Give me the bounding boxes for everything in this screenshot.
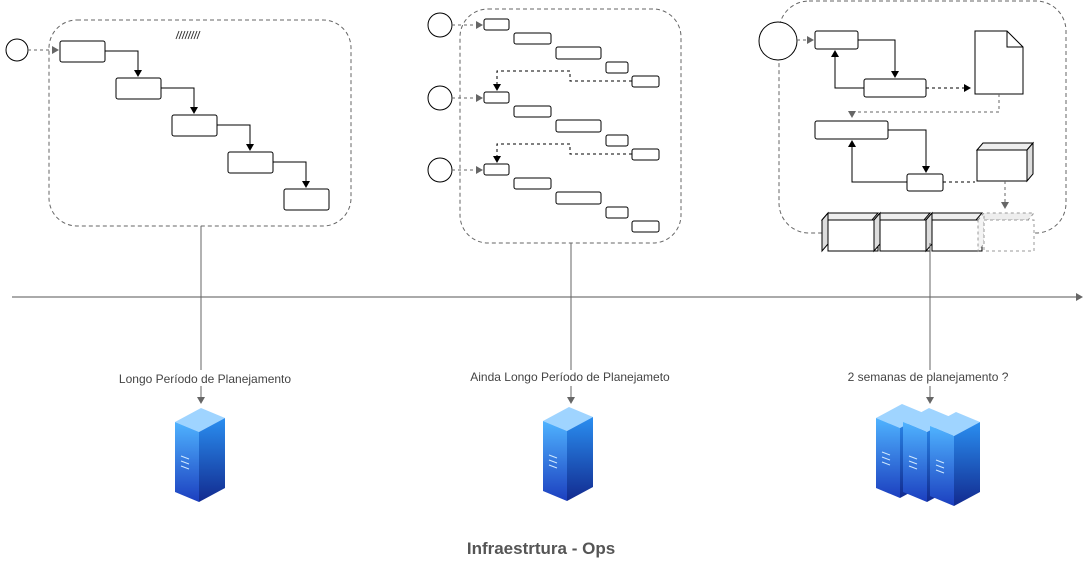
phase1-waterfall-diagram <box>5 19 352 227</box>
task-box <box>227 151 274 174</box>
start-event-icon <box>427 157 453 183</box>
server-icon <box>174 407 226 503</box>
task-box <box>631 220 660 233</box>
start-event-icon <box>427 85 453 111</box>
task-box <box>513 177 552 190</box>
task-box <box>555 119 602 133</box>
task-box <box>59 40 106 63</box>
phase2-iterative-diagram <box>427 8 682 244</box>
task-box <box>483 18 510 31</box>
task-box <box>483 163 510 176</box>
phase1-container <box>48 19 352 227</box>
phase3-container <box>778 0 1067 234</box>
task-box <box>283 188 330 211</box>
hatch-icon <box>175 30 201 40</box>
task-box <box>863 78 927 98</box>
task-box <box>171 114 218 137</box>
task-box <box>605 61 629 74</box>
task-box <box>814 30 859 50</box>
start-event-icon <box>5 38 29 62</box>
server-icon <box>542 406 594 502</box>
task-box <box>605 206 629 219</box>
page-title: Infraestrtura - Ops <box>467 539 615 558</box>
task-box <box>555 46 602 60</box>
task-box <box>814 120 889 140</box>
start-event-icon <box>427 12 453 38</box>
start-event-icon <box>758 21 798 61</box>
task-box <box>513 32 552 45</box>
server-cluster-icon <box>875 403 981 507</box>
server-icon <box>929 411 981 507</box>
task-box <box>631 75 660 88</box>
task-box <box>513 105 552 118</box>
task-box <box>605 134 629 147</box>
phase3-agile-diagram <box>758 0 1067 253</box>
task-box <box>483 91 510 104</box>
phase1-label: Longo Período de Planejamento <box>119 372 291 386</box>
phase3-label: 2 semanas de planejamento ? <box>848 370 1009 384</box>
task-box <box>555 191 602 205</box>
cube-icon <box>975 141 1035 183</box>
document-icon <box>974 30 1024 95</box>
cube-icon <box>820 211 880 253</box>
cube-icon <box>872 211 932 253</box>
cube-icon <box>924 211 984 253</box>
task-box <box>906 173 944 192</box>
task-box <box>631 148 660 161</box>
cube-placeholder-icon <box>976 211 1036 253</box>
phase2-label: Ainda Longo Período de Planejameto <box>470 370 670 384</box>
task-box <box>115 77 162 100</box>
